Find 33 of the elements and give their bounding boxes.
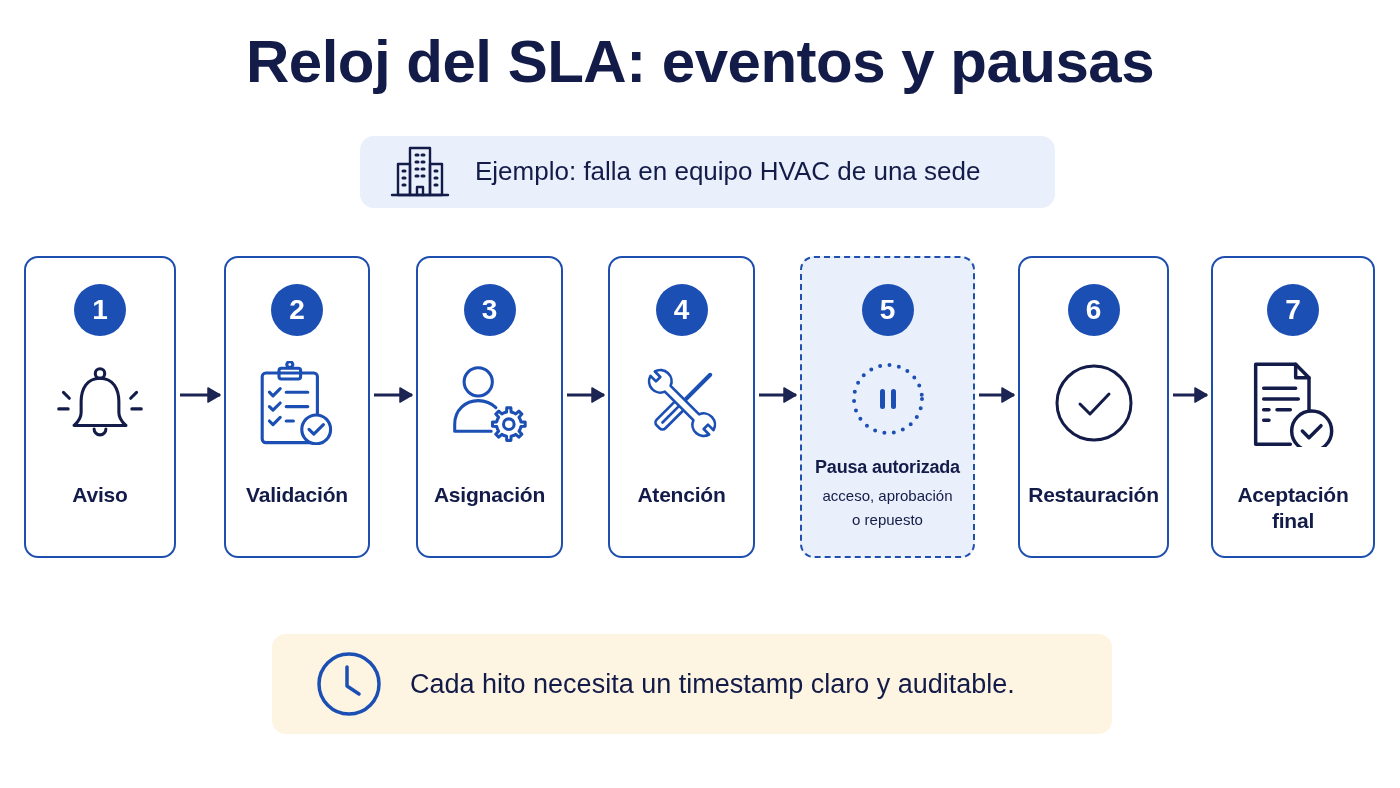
note-banner	[272, 634, 1112, 734]
step-number: 4	[655, 284, 708, 336]
arrow	[759, 387, 797, 403]
step-label: Aviso	[72, 482, 128, 508]
arrow	[374, 387, 413, 403]
step-label: Validación	[246, 482, 348, 508]
example-text: Ejemplo: falla en equipo HVAC de una sede	[475, 156, 981, 188]
step-number: 1	[74, 284, 126, 336]
arrow	[1173, 387, 1208, 403]
step-number: 6	[1067, 284, 1120, 336]
step-card	[416, 256, 563, 558]
step-number: 3	[463, 284, 516, 336]
pause-step-card	[800, 256, 975, 558]
step-number: 7	[1267, 284, 1319, 336]
step-card	[224, 256, 370, 558]
title: Reloj del SLA: eventos y pausas	[245, 27, 1155, 97]
step-card	[1018, 256, 1169, 558]
arrow	[567, 387, 605, 403]
step-label: Restauración	[1028, 482, 1159, 508]
step-card	[608, 256, 755, 558]
step-card	[24, 256, 176, 558]
example-banner	[360, 136, 1055, 208]
step-number: 2	[271, 284, 323, 336]
step-label: Atención	[637, 482, 726, 508]
arrow	[180, 387, 221, 403]
arrow	[979, 387, 1015, 403]
step-card	[1211, 256, 1375, 558]
step-label: Aceptación final	[1236, 482, 1350, 535]
step-label: Asignación	[433, 482, 546, 508]
step-note: acceso, aprobación o repuesto	[821, 485, 954, 530]
note-text: Cada hito necesita un timestamp claro y auditable.	[410, 667, 1015, 701]
step-label: Pausa autorizada	[815, 456, 960, 479]
step-number: 5	[861, 284, 914, 336]
